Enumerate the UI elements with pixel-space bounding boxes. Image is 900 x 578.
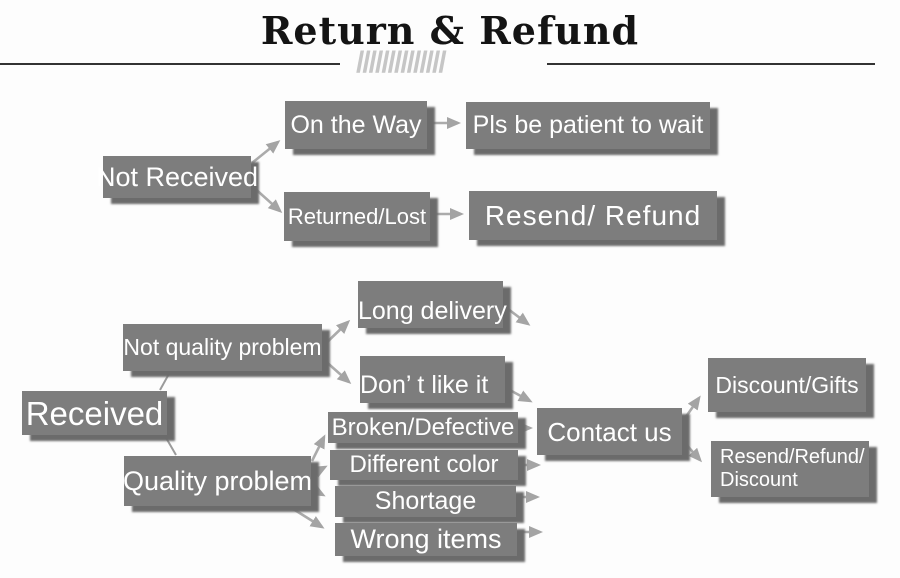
- node-not-quality-problem: Not quality problem: [123, 324, 322, 371]
- edge-longdelivery-out: [503, 304, 531, 326]
- node-received: Received: [22, 391, 167, 435]
- hatch-decoration: //////////////: [356, 46, 447, 79]
- node-quality-problem: Quality problem: [123, 456, 312, 506]
- node-resend-refund-discount-line1: Resend/Refund/: [720, 446, 865, 468]
- edge-received-quality: [164, 435, 177, 456]
- edge-contactus-resenddiscount: [682, 440, 703, 463]
- edge-quality-differentcolor: [311, 465, 328, 478]
- node-resend-refund-discount: Resend/Refund/ Discount: [711, 441, 869, 497]
- edge-dontlike-contactus: [505, 386, 533, 403]
- node-resend-refund-discount-line2: Discount: [720, 469, 798, 491]
- node-discount-gifts: Discount/Gifts: [708, 358, 866, 412]
- edge-notquality-dontlike: [322, 358, 352, 384]
- node-long-delivery: Long delivery: [358, 281, 507, 328]
- edge-notquality-longdelivery: [322, 319, 351, 347]
- edge-quality-wrongitems: [289, 505, 325, 529]
- node-resend-refund: Resend/ Refund: [469, 191, 717, 240]
- edge-quality-broken: [310, 434, 326, 462]
- node-contact-us: Contact us: [537, 408, 682, 455]
- edge-contactus-discountgifts: [681, 395, 701, 422]
- title-rule-right: [547, 63, 875, 65]
- edge-notreceived-ontheway: [251, 140, 281, 165]
- node-broken-defective: Broken/Defective: [328, 412, 518, 443]
- edge-quality-shortage: [310, 484, 326, 497]
- node-dont-like-it: Don’ t like it: [360, 356, 505, 403]
- node-wrong-items: Wrong items: [335, 523, 517, 556]
- node-on-the-way: On the Way: [285, 101, 427, 149]
- node-not-received: Not Received: [96, 156, 258, 198]
- node-shortage: Shortage: [335, 486, 516, 517]
- node-pls-be-patient: Pls be patient to wait: [466, 102, 710, 149]
- node-different-color: Different color: [330, 450, 518, 480]
- title-rule-left: [0, 63, 340, 65]
- edge-received-notquality: [159, 371, 171, 391]
- node-returned-lost: Returned/Lost: [284, 192, 430, 241]
- page-title: Return & Refund: [260, 8, 640, 53]
